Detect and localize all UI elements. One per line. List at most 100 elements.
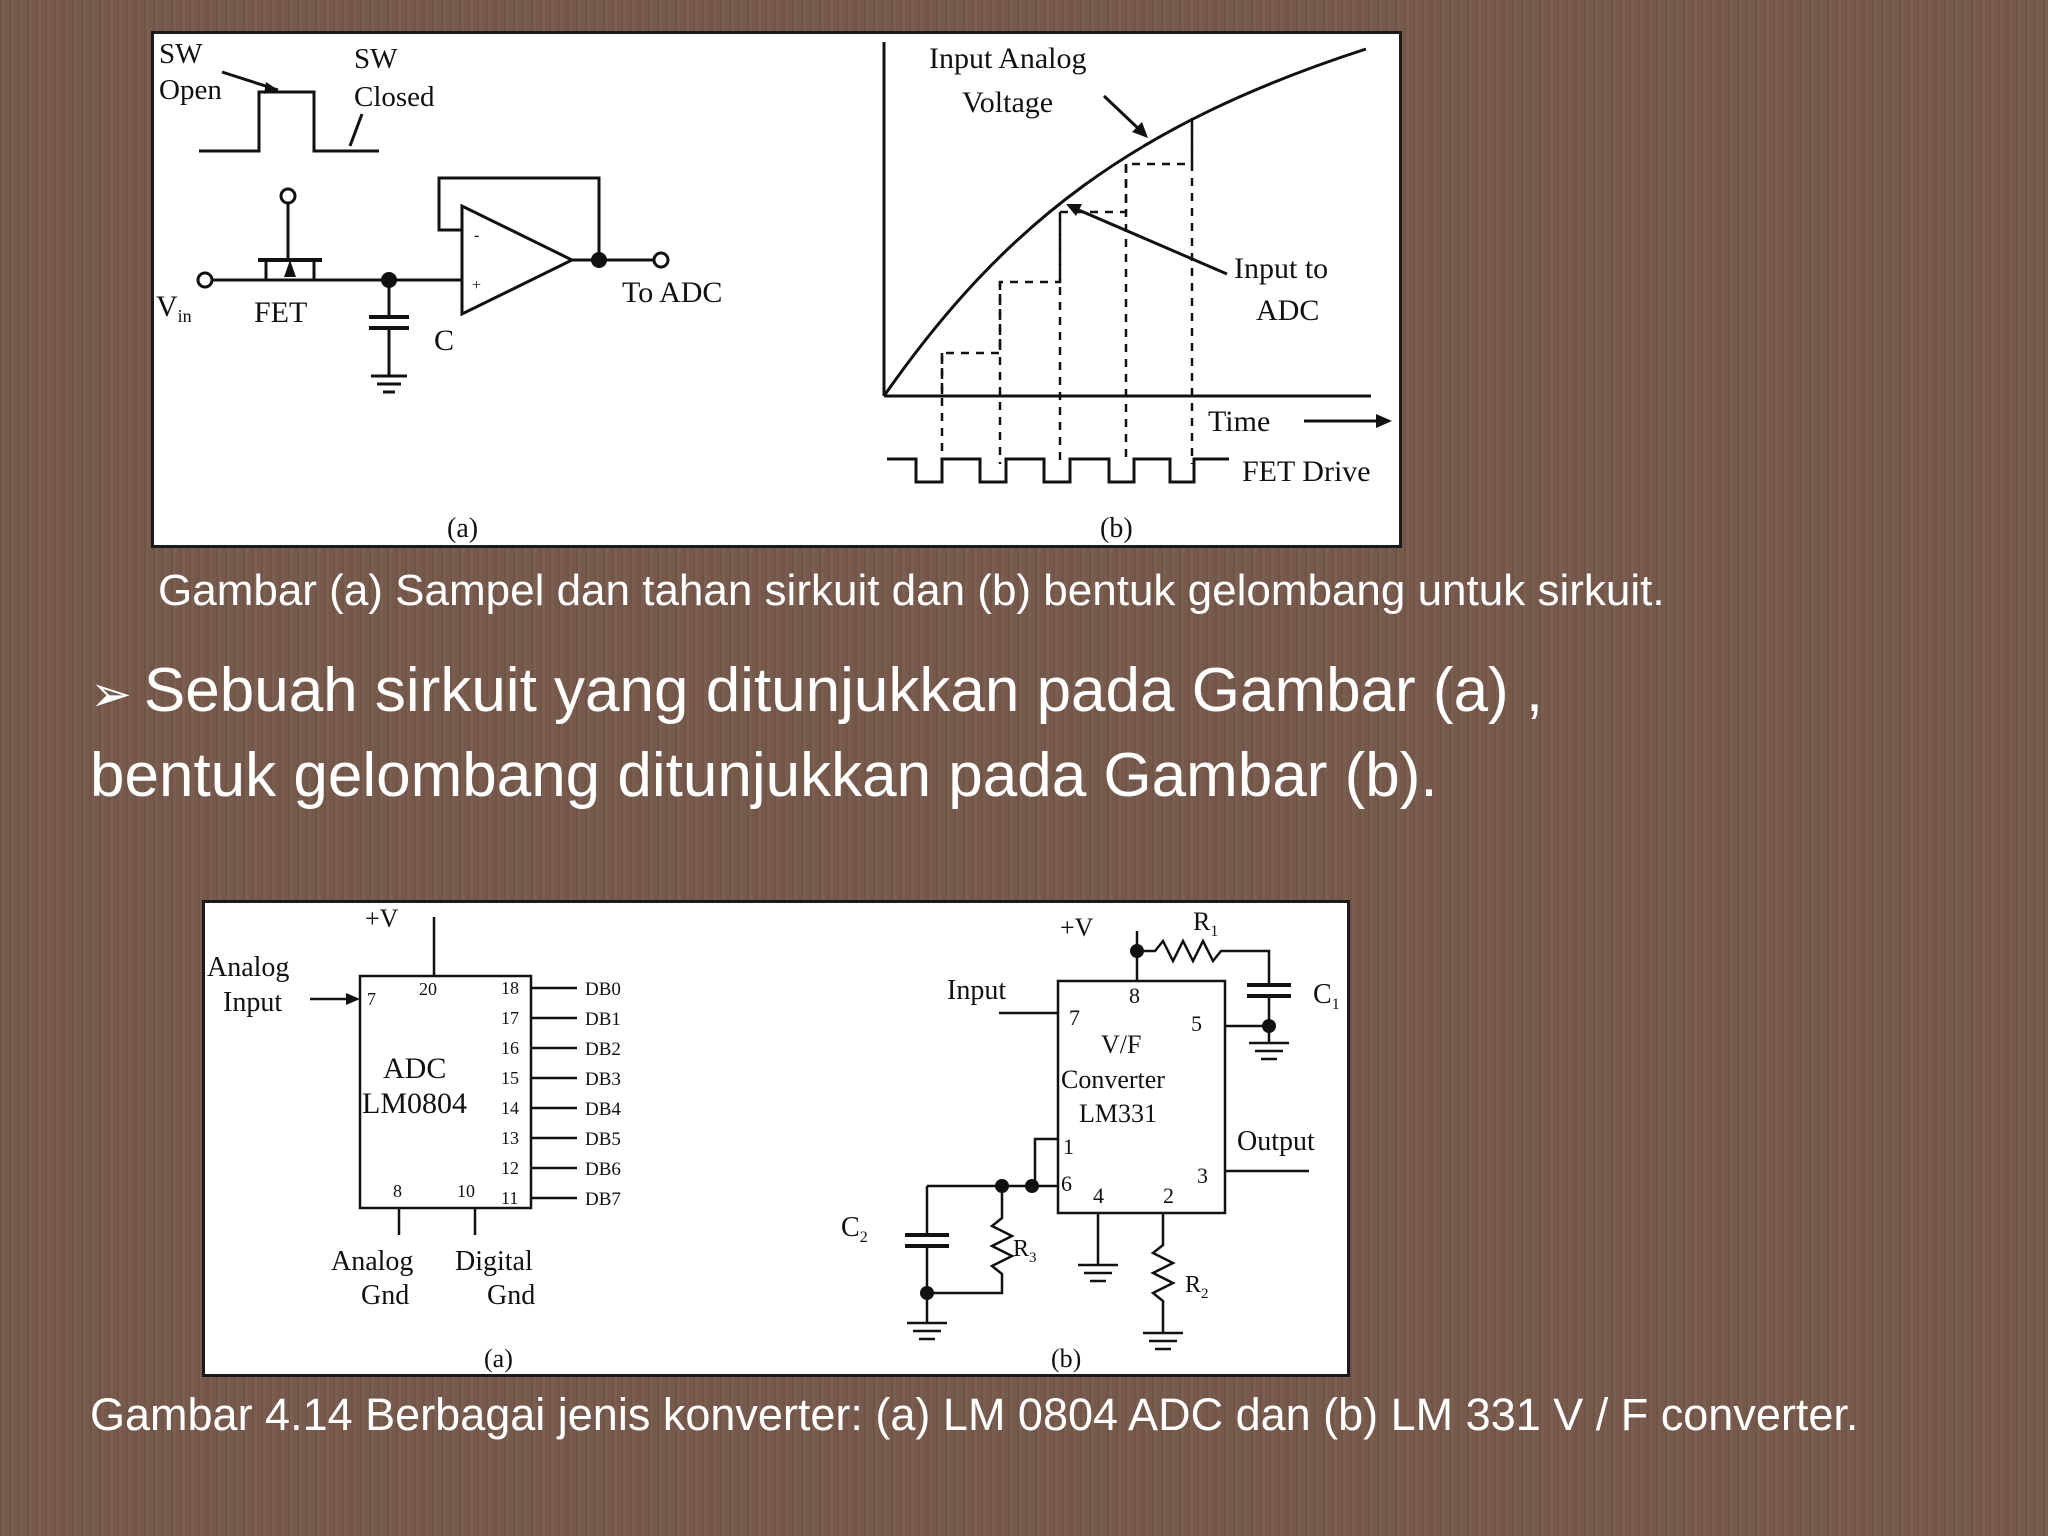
adc-output-label: DB2 xyxy=(585,1039,621,1060)
vf-pin-3: 3 xyxy=(1197,1163,1208,1188)
adc-pin-number: 14 xyxy=(501,1098,519,1118)
adc-pin-8: 8 xyxy=(393,1181,402,1201)
pin6-node xyxy=(1025,1179,1039,1193)
adc-output-pins: 18 DB0 17 DB1 16 DB2 15 DB3 14 DB4 13 DB5 12 DB6 11 DB7 xyxy=(501,978,621,1210)
adc-pin-20: 20 xyxy=(419,979,437,999)
adc-chip-body xyxy=(358,974,533,1210)
adc-pin-10: 10 xyxy=(457,1181,475,1201)
caption-bottom: Gambar 4.14 Berbagai jenis konverter: (a… xyxy=(90,1389,1859,1440)
opamp-minus: - xyxy=(474,227,479,244)
sample-hold-figure: SW Open SW Closed Vin FET xyxy=(151,31,1402,548)
fet-gate-terminal xyxy=(279,187,297,205)
analog-input-label-1: Analog xyxy=(207,952,289,983)
r3-resistor xyxy=(927,1186,1015,1295)
sample-lines xyxy=(940,118,1194,464)
adc-output-label: DB6 xyxy=(585,1159,621,1180)
time-label: Time xyxy=(1208,405,1270,438)
opamp-triangle xyxy=(460,203,576,317)
adc-output-label: DB7 xyxy=(585,1189,621,1210)
sample-hold-waveform: Input Analog Voltage Input to ADC Time F… xyxy=(882,42,1392,544)
adc-pin-number: 16 xyxy=(501,1038,519,1058)
adc-pin-number: 15 xyxy=(501,1068,519,1088)
c2-label: C2 xyxy=(841,1212,868,1246)
vf-chip-label-3: LM331 xyxy=(1079,1099,1157,1128)
vf-supply-label: +V xyxy=(1060,913,1094,942)
r2-label: R2 xyxy=(1185,1272,1209,1302)
analog-label-1: Input Analog xyxy=(929,42,1087,75)
fet-label: FET xyxy=(254,296,307,329)
bullet-arrow-icon: ➢ xyxy=(90,666,132,722)
vf-pin-6: 6 xyxy=(1061,1171,1072,1196)
sw-control-pulse xyxy=(199,90,379,153)
sample-hold-circuit: SW Open SW Closed Vin FET xyxy=(156,38,722,544)
r1-label: R1 xyxy=(1193,907,1218,940)
sample-hold-svg: SW Open SW Closed Vin FET xyxy=(156,38,1392,544)
bullet-line-2: bentuk gelombang ditunjukkan pada Gambar… xyxy=(90,741,1438,810)
sw-closed-arrow xyxy=(348,113,364,147)
opamp-plus: + xyxy=(472,277,481,294)
adc-output-label: DB3 xyxy=(585,1069,621,1090)
r3-label: R3 xyxy=(1013,1236,1037,1266)
vf-input-label: Input xyxy=(947,975,1006,1006)
adc-supply-label: +V xyxy=(365,904,399,933)
vf-lm331: +V R1 C1 Input 7 8 5 V/F Converter LM331… xyxy=(841,907,1340,1373)
r1-resistor xyxy=(1137,938,1271,985)
adc-pin-number: 12 xyxy=(501,1158,519,1178)
vf-chip-body xyxy=(1056,979,1227,1215)
fet-arrow xyxy=(284,260,296,277)
adc-output-label: DB1 xyxy=(585,1009,621,1030)
adc-output-label: DB0 xyxy=(585,979,621,1000)
bullet-paragraph: ➢Sebuah sirkuit yang ditunjukkan pada Ga… xyxy=(90,650,1990,817)
vin-label: Vin xyxy=(156,290,192,326)
vf-pin-1: 1 xyxy=(1063,1134,1074,1159)
adc-chip-label-1: ADC xyxy=(383,1052,446,1085)
digital-gnd-label-1: Digital xyxy=(455,1246,533,1277)
digital-gnd-label-2: Gnd xyxy=(487,1280,535,1311)
analog-label-2: Voltage xyxy=(962,86,1053,119)
adc-pin-number: 18 xyxy=(501,978,519,998)
input-adc-arrow xyxy=(1073,206,1228,276)
analog-gnd-label-2: Gnd xyxy=(361,1280,409,1311)
c1-label: C1 xyxy=(1313,979,1340,1013)
vf-chip-label-2: Converter xyxy=(1061,1065,1165,1094)
sw-closed-label-1: SW xyxy=(354,43,398,75)
r2-resistor xyxy=(1150,1213,1176,1333)
vf-pin-8: 8 xyxy=(1129,983,1140,1008)
vf-output-label: Output xyxy=(1237,1126,1315,1157)
analog-curve xyxy=(882,47,1367,397)
label-a-bottom: (a) xyxy=(484,1344,513,1373)
cap-label: C xyxy=(434,324,454,357)
adc-pin-number: 13 xyxy=(501,1128,519,1148)
sw-open-label-2: Open xyxy=(159,74,222,106)
to-adc-label: To ADC xyxy=(622,276,722,309)
vf-chip-label-1: V/F xyxy=(1101,1030,1141,1059)
output-terminal xyxy=(652,251,670,269)
adc-pin-number: 17 xyxy=(501,1008,519,1028)
caption-top: Gambar (a) Sampel dan tahan sirkuit dan … xyxy=(158,566,1665,615)
fet-drive-pulses xyxy=(887,457,1229,484)
output-node xyxy=(591,252,607,268)
vin-terminal xyxy=(196,271,214,289)
sw-closed-label-2: Closed xyxy=(354,81,435,113)
bullet-line-1: Sebuah sirkuit yang ditunjukkan pada Gam… xyxy=(143,656,1544,725)
input-adc-label-2: ADC xyxy=(1256,294,1319,327)
pin1-pin6-link xyxy=(1033,1137,1058,1188)
label-b-top: (b) xyxy=(1100,513,1133,544)
staircase-output xyxy=(884,118,1194,398)
analog-input-label-2: Input xyxy=(223,987,282,1018)
c2-node xyxy=(920,1286,934,1300)
adc-pin-7: 7 xyxy=(367,989,376,1009)
adc-output-label: DB5 xyxy=(585,1129,621,1150)
adc-pin-number: 11 xyxy=(501,1188,518,1208)
sw-open-label-1: SW xyxy=(159,38,203,70)
vf-pin-7: 7 xyxy=(1069,1005,1080,1030)
label-b-bottom: (b) xyxy=(1051,1344,1081,1373)
analog-arrow xyxy=(1102,94,1144,134)
label-a-top: (a) xyxy=(447,513,478,544)
vf-pin-4: 4 xyxy=(1093,1183,1104,1208)
adc-output-label: DB4 xyxy=(585,1099,621,1120)
input-adc-label-1: Input to xyxy=(1234,252,1328,285)
